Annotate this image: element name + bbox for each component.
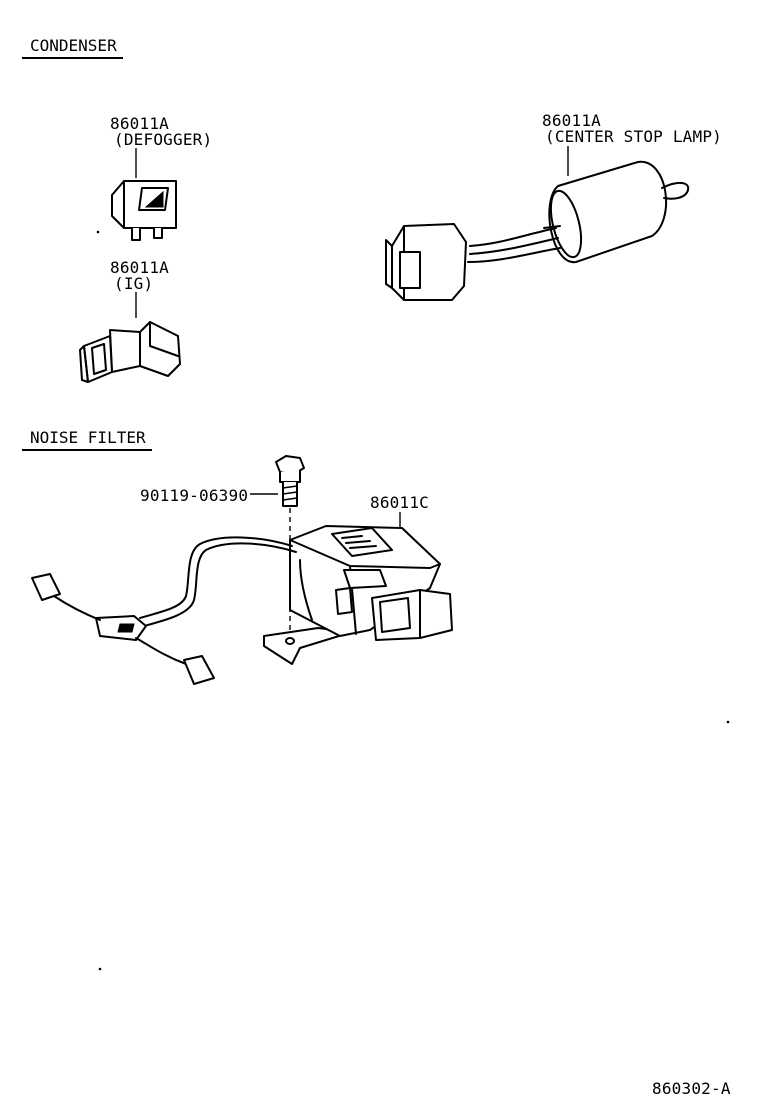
center-stop-lamp-condenser	[385, 160, 690, 301]
section-title-condenser: CONDENSER	[22, 37, 123, 59]
part-number-bolt: 90119-06390	[140, 486, 249, 505]
part-name-center-stop-lamp: (CENTER STOP LAMP)	[545, 127, 722, 146]
part-number-noise-filter: 86011C	[370, 493, 429, 512]
defogger-condenser	[111, 180, 177, 241]
section-title-noise-filter: NOISE FILTER	[22, 429, 152, 451]
stray-marks	[96, 230, 730, 971]
part-number-center-stop-lamp: 86011A	[542, 111, 601, 130]
part-number-defogger: 86011A	[110, 114, 169, 133]
leader-lines	[135, 146, 569, 530]
bolt	[275, 455, 305, 630]
noise-filter	[31, 525, 453, 685]
part-name-defogger: (DEFOGGER)	[114, 130, 213, 149]
part-name-ig: (IG)	[114, 274, 154, 293]
part-number-ig: 86011A	[110, 258, 169, 277]
ig-condenser	[79, 321, 181, 383]
illustration-code: 860302-A	[652, 1079, 731, 1098]
